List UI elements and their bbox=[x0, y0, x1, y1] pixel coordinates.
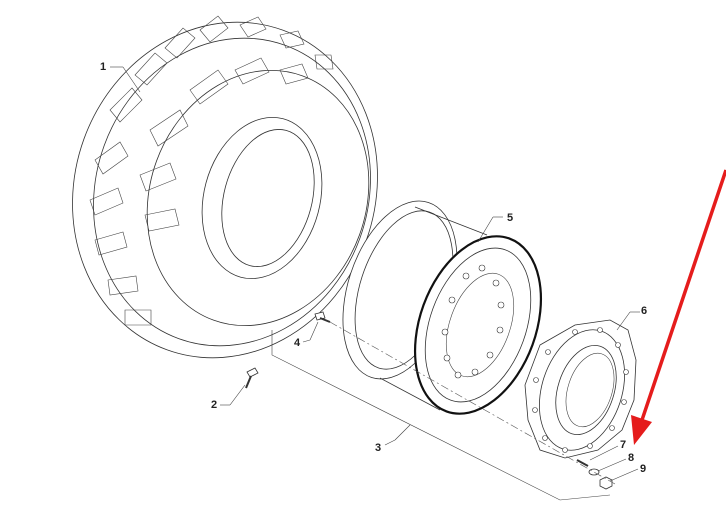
red-arrow-annotation bbox=[631, 169, 726, 445]
leader-lines bbox=[110, 66, 640, 482]
bolt-part-2 bbox=[245, 367, 259, 389]
hub-disc bbox=[524, 319, 637, 459]
callout-6: 6 bbox=[641, 305, 647, 317]
wheel-rim bbox=[342, 200, 543, 415]
callout-2: 2 bbox=[211, 399, 217, 411]
callout-5: 5 bbox=[507, 212, 513, 224]
callout-9: 9 bbox=[640, 463, 646, 475]
callout-3: 3 bbox=[375, 442, 381, 454]
callout-1: 1 bbox=[100, 61, 106, 73]
assembly-axis bbox=[329, 321, 616, 485]
bolt-part-7 bbox=[576, 459, 589, 467]
assembly-bracket bbox=[271, 330, 611, 501]
callout-8: 8 bbox=[628, 452, 634, 464]
tire bbox=[72, 15, 378, 359]
nut-part-9 bbox=[599, 476, 613, 490]
bolt-part-4 bbox=[314, 311, 331, 323]
callout-4: 4 bbox=[294, 337, 301, 349]
callout-7: 7 bbox=[620, 439, 626, 451]
